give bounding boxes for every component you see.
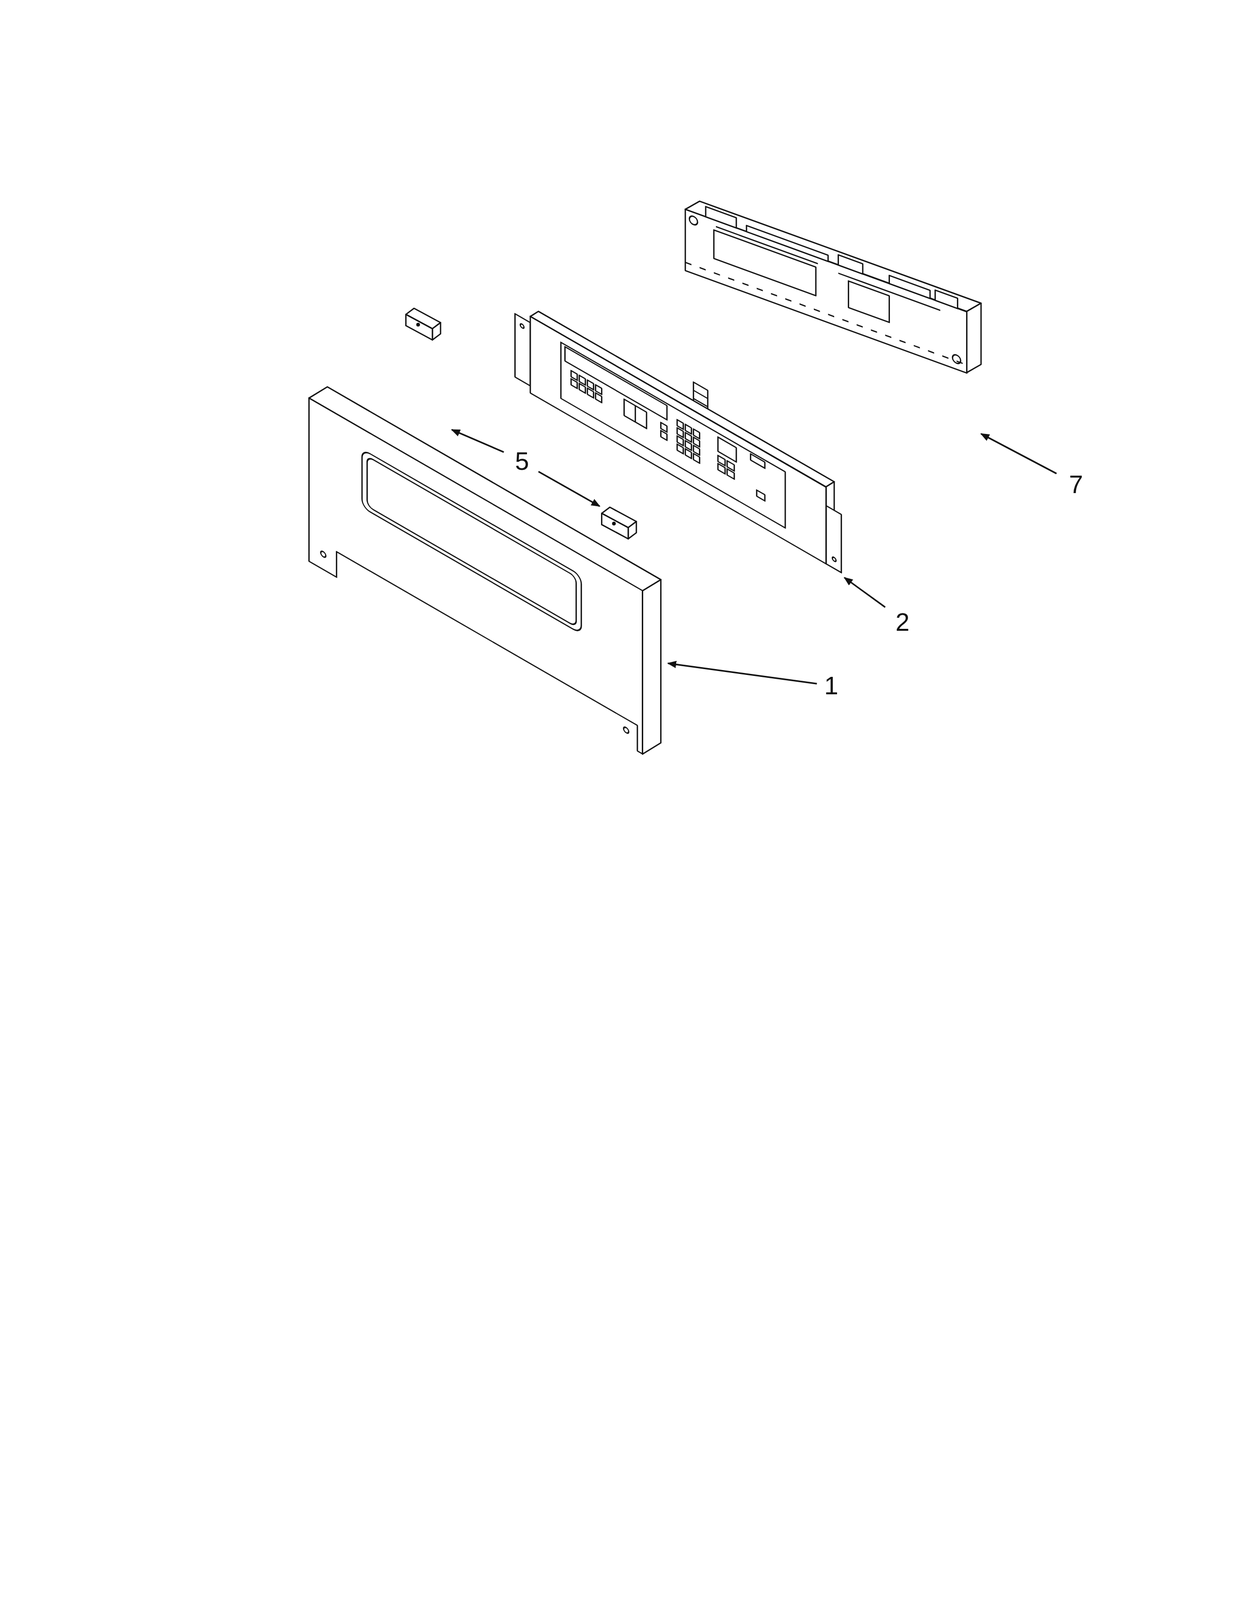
callout-number: 2: [895, 609, 910, 635]
callout-number: 7: [1069, 471, 1084, 497]
control-board: [685, 199, 982, 374]
control-bezel: [309, 386, 662, 754]
mounting-clip: [601, 507, 637, 539]
callout-number: 1: [824, 672, 839, 698]
callout-number: 5: [515, 448, 530, 474]
leader-lines: [451, 429, 1057, 684]
mounting-clip: [405, 308, 441, 340]
